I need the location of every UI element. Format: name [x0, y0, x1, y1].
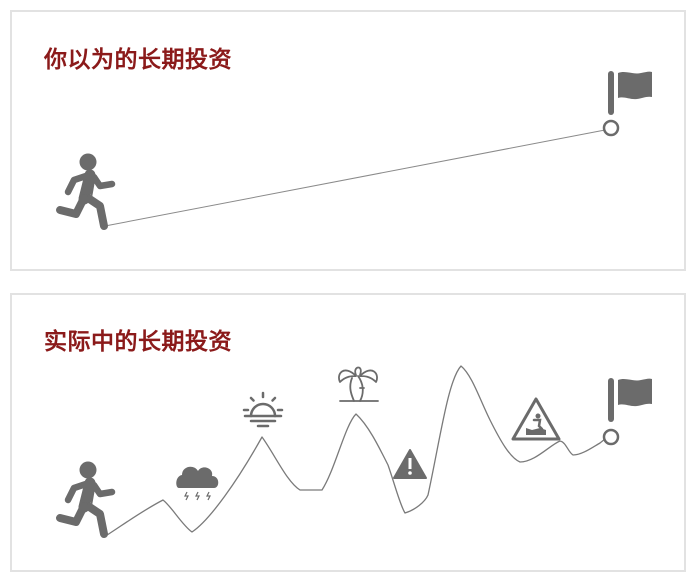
finish-flag-icon — [608, 71, 652, 115]
palm-tree-beach-icon — [338, 366, 379, 402]
finish-point-ring — [602, 119, 620, 137]
slippery-hazard-sign-icon — [511, 397, 561, 441]
expected-path-line — [104, 129, 606, 227]
expected-investment-panel: 你以为的长期投资 — [10, 10, 686, 271]
panel-title: 实际中的长期投资 — [44, 329, 232, 355]
actual-path-line — [103, 365, 606, 538]
finish-flag-icon — [608, 378, 652, 422]
actual-investment-panel: 实际中的长期投资 — [10, 293, 686, 572]
running-person-icon — [60, 462, 112, 535]
panel-title: 你以为的长期投资 — [44, 47, 232, 73]
finish-point-ring — [602, 428, 620, 446]
running-person-icon — [60, 154, 112, 227]
sunrise-icon — [242, 391, 284, 428]
storm-cloud-icon — [176, 466, 219, 501]
warning-triangle-icon — [393, 449, 427, 479]
